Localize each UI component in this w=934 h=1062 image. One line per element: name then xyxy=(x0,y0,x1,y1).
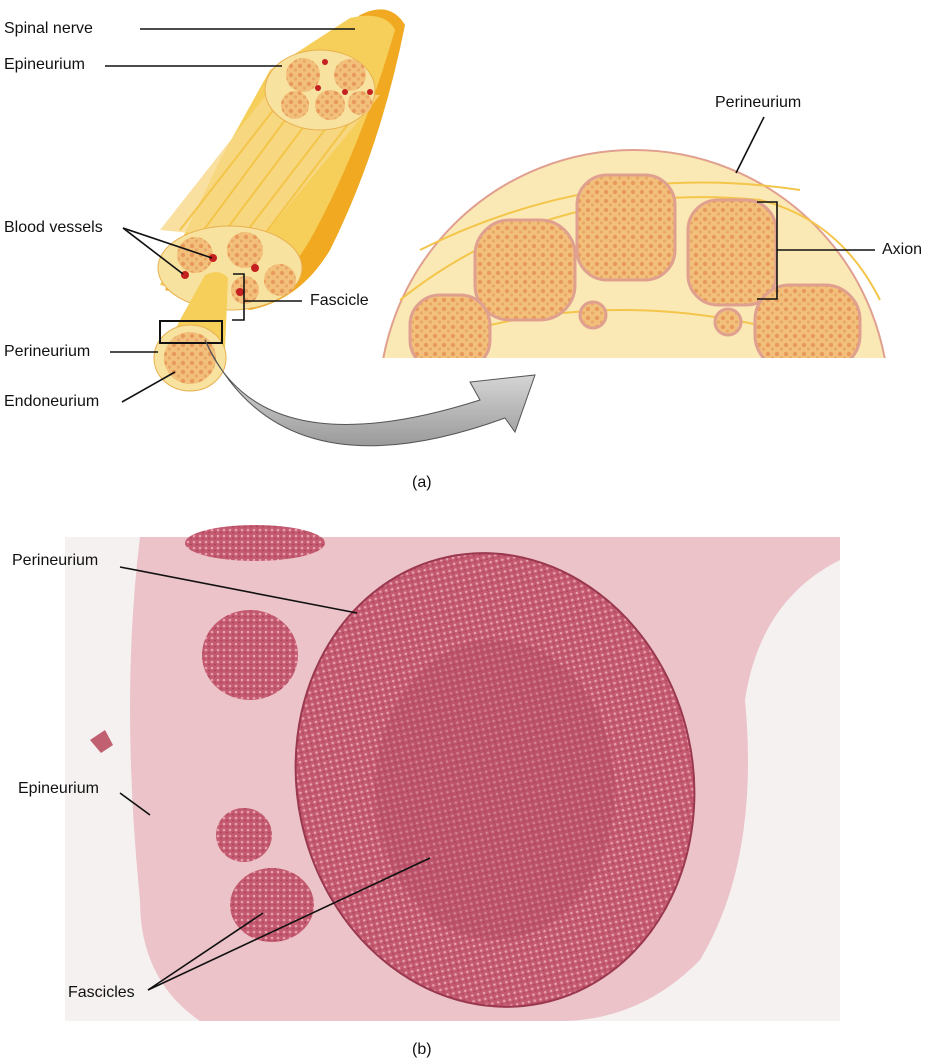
label-axion: Axion xyxy=(882,241,923,258)
label-endoneurium: Endoneurium xyxy=(4,393,100,410)
micrograph xyxy=(65,525,840,1021)
magnify-arrow xyxy=(204,339,536,447)
leader-lines-a xyxy=(105,28,875,403)
label-fascicle: Fascicle xyxy=(310,292,369,309)
caption-b: (b) xyxy=(412,1041,432,1058)
label-blood-vessels: Blood vessels xyxy=(4,219,103,236)
label-epineurium-b: Epineurium xyxy=(18,780,99,797)
label-perineurium-a: Perineurium xyxy=(4,343,91,360)
leader-lines-b xyxy=(119,566,431,991)
label-spinal-nerve: Spinal nerve xyxy=(4,20,93,37)
caption-a: (a) xyxy=(412,474,432,491)
label-perineurium-b: Perineurium xyxy=(12,552,99,569)
label-perineurium-detail: Perineurium xyxy=(715,94,802,111)
label-fascicles: Fascicles xyxy=(68,984,135,1001)
label-epineurium-a: Epineurium xyxy=(4,56,85,73)
